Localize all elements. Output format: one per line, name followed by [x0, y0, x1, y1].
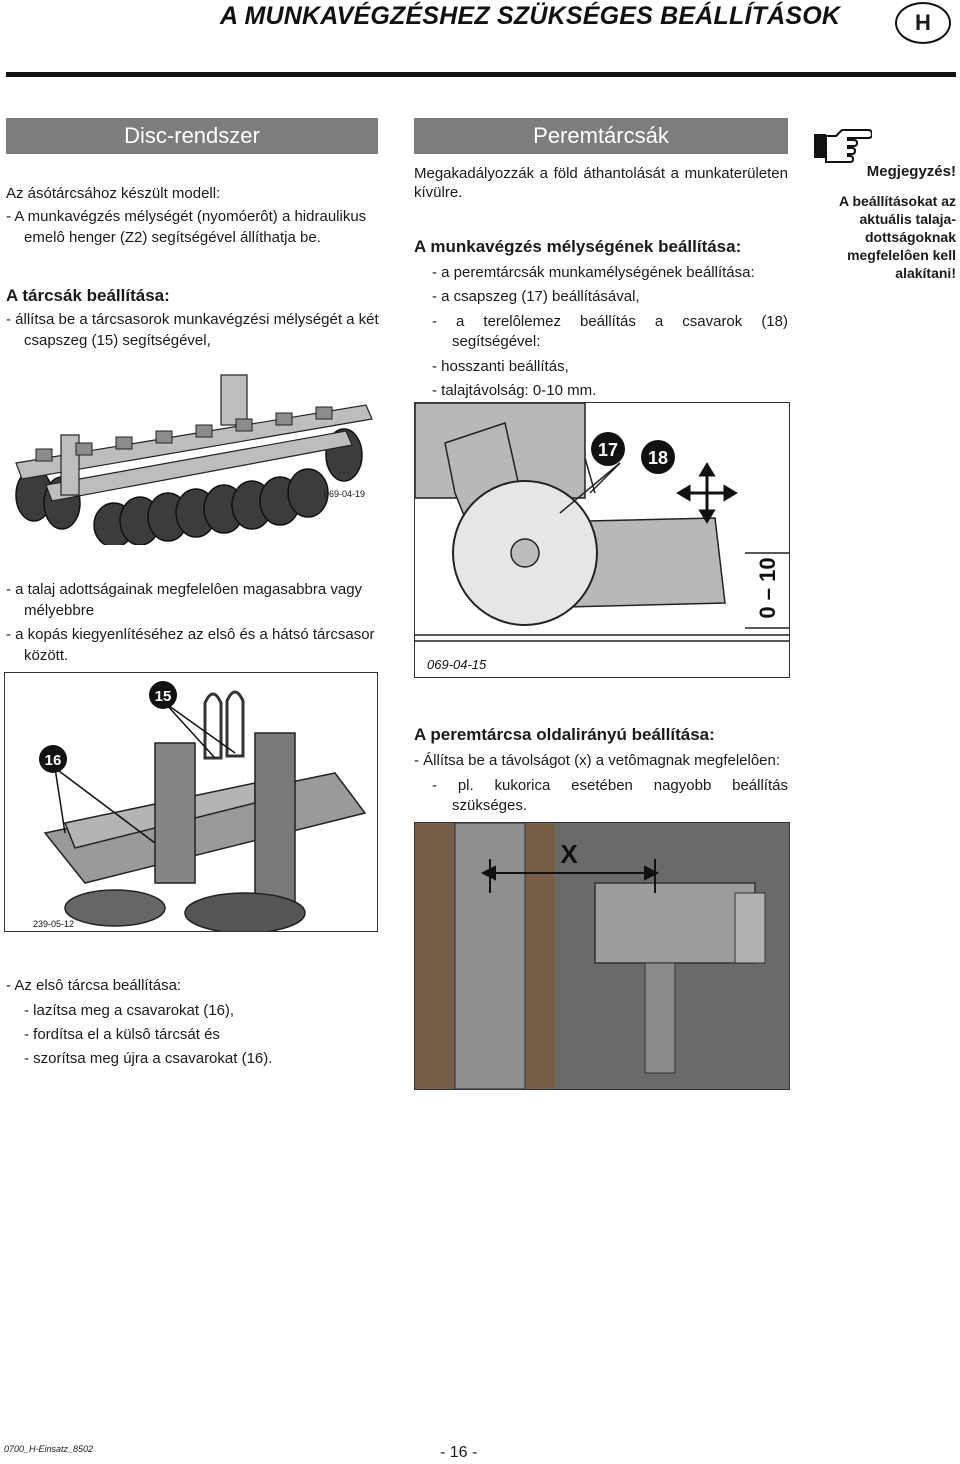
disc-after-item-4: között.: [24, 647, 69, 664]
perem-depth-item-4: segítségével:: [452, 333, 541, 350]
perem-depth-item-1: - a peremtárcsák munkamélységének beállí…: [432, 264, 755, 281]
perem-side-item-2: - pl. kukorica esetében nagyobb beállítá…: [432, 777, 788, 794]
note-line-4: megfelelôen kell: [847, 247, 956, 263]
perem-depth-item-3: - a terelôlemez beállítás a csavarok (18…: [432, 313, 788, 330]
disc-intro-item-1: - A munkavégzés mélységét (nyomóerôt) a …: [6, 208, 367, 225]
perem-depth-heading: A munkavégzés mélységének beállítása:: [414, 237, 742, 256]
disc-item-2: csapszeg (15) segítségével,: [24, 332, 211, 349]
edge-disc-figure: 17 18 0 – 10 069-04-15: [414, 402, 790, 678]
note-title: Megjegyzés!: [866, 163, 956, 180]
perem-side-item-3: szükséges.: [452, 797, 528, 814]
perem-intro-2: kívülre.: [414, 184, 463, 201]
disc-intro-item-2: emelô henger (Z2) segítségével állíthatj…: [24, 229, 321, 246]
language-badge: H: [895, 2, 951, 44]
perem-section-heading: Peremtárcsák: [414, 118, 788, 154]
disc-harrow-illustration: 069-04-19: [15, 374, 373, 548]
callout-18: 18: [648, 448, 668, 468]
callout-16: 16: [45, 752, 62, 769]
note-line-3: dottságoknak: [864, 229, 956, 245]
disc-after-item-1: - a talaj adottságainak megfelelôen maga…: [6, 581, 363, 598]
disc-after-item-2: mélyebbre: [24, 602, 95, 619]
perem-depth-item-6: - talajtávolság: 0-10 mm.: [432, 382, 597, 399]
front-disc-illustration: 15 16 239-05-12: [5, 673, 377, 931]
note-line-2: aktuális talaja-: [859, 211, 957, 227]
disc-intro: Az ásótárcsához készült modell:: [6, 185, 221, 202]
callout-15: 15: [155, 688, 172, 705]
front-disc-item-1: - lazítsa meg a csavarokat (16),: [24, 1002, 235, 1019]
front-disc-figure: 15 16 239-05-12: [4, 672, 378, 932]
depth-dimension: 0 – 10: [755, 557, 780, 618]
disc-harrow-figure: 069-04-19: [6, 345, 378, 548]
distance-x-label: X: [560, 839, 578, 869]
lateral-setting-figure: X: [414, 822, 790, 1090]
disc-after-item-3: - a kopás kiegyenlítéséhez az elsô és a …: [6, 626, 375, 643]
perem-intro-1: Megakadályozzák a föld áthantolását a mu…: [414, 165, 788, 182]
edge-disc-illustration: 17 18 0 – 10 069-04-15: [415, 403, 789, 672]
lateral-setting-illustration: X: [415, 823, 789, 1089]
front-disc-item-3: - szorítsa meg újra a csavarokat (16).: [24, 1050, 273, 1067]
note-line-1: A beállításokat az: [839, 193, 956, 209]
front-disc-figure-label: 239-05-12: [33, 919, 74, 929]
document-code: 0700_H-Einsatz_8502: [4, 1444, 94, 1454]
header-rule: [6, 72, 956, 77]
page-number: - 16 -: [440, 1444, 478, 1461]
note-line-5: alakítani!: [895, 265, 956, 281]
callout-17: 17: [598, 440, 618, 460]
perem-side-heading: A peremtárcsa oldalirányú beállítása:: [414, 725, 715, 744]
front-disc-intro: - Az elsô tárcsa beállítása:: [6, 977, 182, 994]
front-disc-item-2: - fordítsa el a külsô tárcsát és: [24, 1026, 220, 1043]
edge-disc-figure-label: 069-04-15: [427, 657, 487, 672]
perem-side-item-1: - Állítsa be a távolságot (x) a vetômagn…: [414, 752, 781, 769]
disc-subheading: A tárcsák beállítása:: [6, 286, 170, 305]
pointing-hand-icon: [812, 124, 874, 164]
page-title: A MUNKAVÉGZÉSHEZ SZÜKSÉGES BEÁLLÍTÁSOK: [220, 2, 841, 30]
perem-depth-item-2: - a csapszeg (17) beállításával,: [432, 288, 640, 305]
disc-figure-label: 069-04-19: [324, 489, 365, 499]
disc-section-heading: Disc-rendszer: [6, 118, 378, 154]
perem-depth-item-5: - hosszanti beállítás,: [432, 358, 569, 375]
disc-item-1: - állítsa be a tárcsasorok munkavégzési …: [6, 311, 379, 328]
